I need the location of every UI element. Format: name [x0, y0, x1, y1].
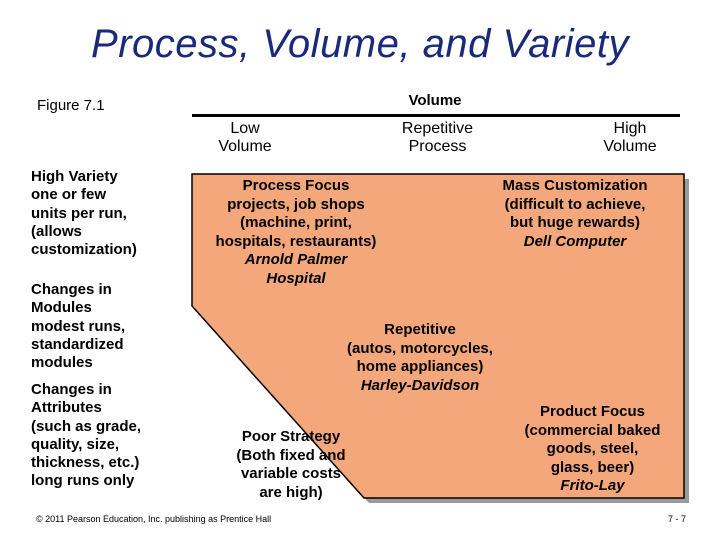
process-focus-example: Arnold Palmer Hospital [244, 251, 348, 287]
poor-strategy-cell: Poor Strategy (Both fixed and variable c… [236, 428, 346, 501]
variety-row-high-variety: High Variety one or few units per run, (… [31, 168, 137, 259]
mass-customization-text: Mass Customization (difficult to achieve… [502, 177, 648, 231]
slide-title: Process, Volume, and Variety [91, 22, 629, 66]
process-focus-cell: Process Focus projects, job shops (machi… [196, 177, 396, 288]
product-focus-example: Frito-Lay [560, 477, 625, 494]
repetitive-process-label: Repetitive Process [401, 120, 474, 155]
volume-axis-label: Volume [408, 92, 462, 109]
product-focus-text: Product Focus (commercial baked goods, s… [524, 403, 661, 476]
repetitive-text: Repetitive (autos, motorcycles, home app… [347, 321, 493, 375]
variety-row-attributes: Changes in Attributes (such as grade, qu… [31, 381, 142, 490]
repetitive-cell: Repetitive (autos, motorcycles, home app… [320, 321, 520, 395]
figure-label: Figure 7.1 [37, 97, 105, 114]
volume-axis-line [192, 114, 680, 117]
mass-customization-cell: Mass Customization (difficult to achieve… [480, 177, 670, 251]
high-volume-label: High Volume [603, 120, 657, 155]
repetitive-example: Harley-Davidson [360, 376, 480, 394]
copyright-footer: © 2011 Pearson Education, Inc. publishin… [36, 514, 272, 524]
mass-customization-example: Dell Computer [523, 232, 627, 250]
region-fill [191, 173, 685, 499]
process-focus-text: Process Focus projects, job shops (machi… [215, 177, 377, 250]
page-number: 7 - 7 [667, 514, 686, 524]
low-volume-label: Low Volume [218, 120, 272, 155]
product-focus-cell: Product Focus (commercial baked goods, s… [505, 403, 680, 496]
variety-row-modules: Changes in Modules modest runs, standard… [31, 281, 126, 372]
